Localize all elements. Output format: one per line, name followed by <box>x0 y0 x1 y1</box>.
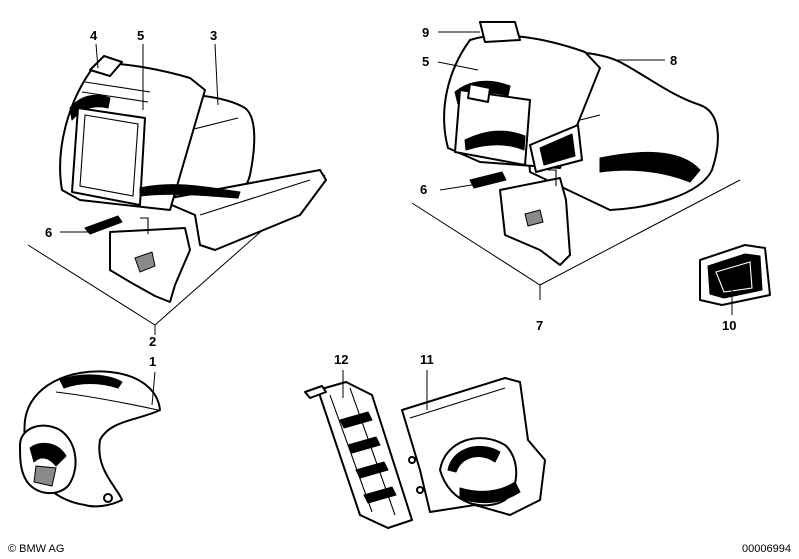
callout-5: 5 <box>137 28 144 43</box>
callout-6: 6 <box>45 225 52 240</box>
callout-9: 9 <box>422 25 429 40</box>
callout-7: 7 <box>536 318 543 333</box>
part-10-vent-grille <box>699 244 771 306</box>
callout-10: 10 <box>722 318 736 333</box>
part-12-ladder-frame <box>304 381 413 529</box>
callout-2: 2 <box>149 334 156 349</box>
callout-8: 8 <box>670 53 677 68</box>
assembly-7-fairing <box>411 21 741 300</box>
part-1-headlight-cowl <box>19 370 161 508</box>
callout-12: 12 <box>334 352 348 367</box>
callout-4: 4 <box>90 28 98 43</box>
callout-6b: 6 <box>420 182 427 197</box>
part-11-lower-cover <box>401 377 546 516</box>
assembly-2-fairing <box>27 55 327 335</box>
leader-lines <box>60 31 733 410</box>
copyright-label: © BMW AG <box>8 543 65 555</box>
callout-11: 11 <box>420 352 434 367</box>
callout-1: 1 <box>149 354 156 369</box>
callout-5b: 5 <box>422 54 429 69</box>
document-number: 00006994 <box>742 543 791 555</box>
callout-3: 3 <box>210 28 217 43</box>
callout-labels: 4 5 3 6 2 1 9 5 8 6 7 10 11 12 <box>45 25 736 369</box>
